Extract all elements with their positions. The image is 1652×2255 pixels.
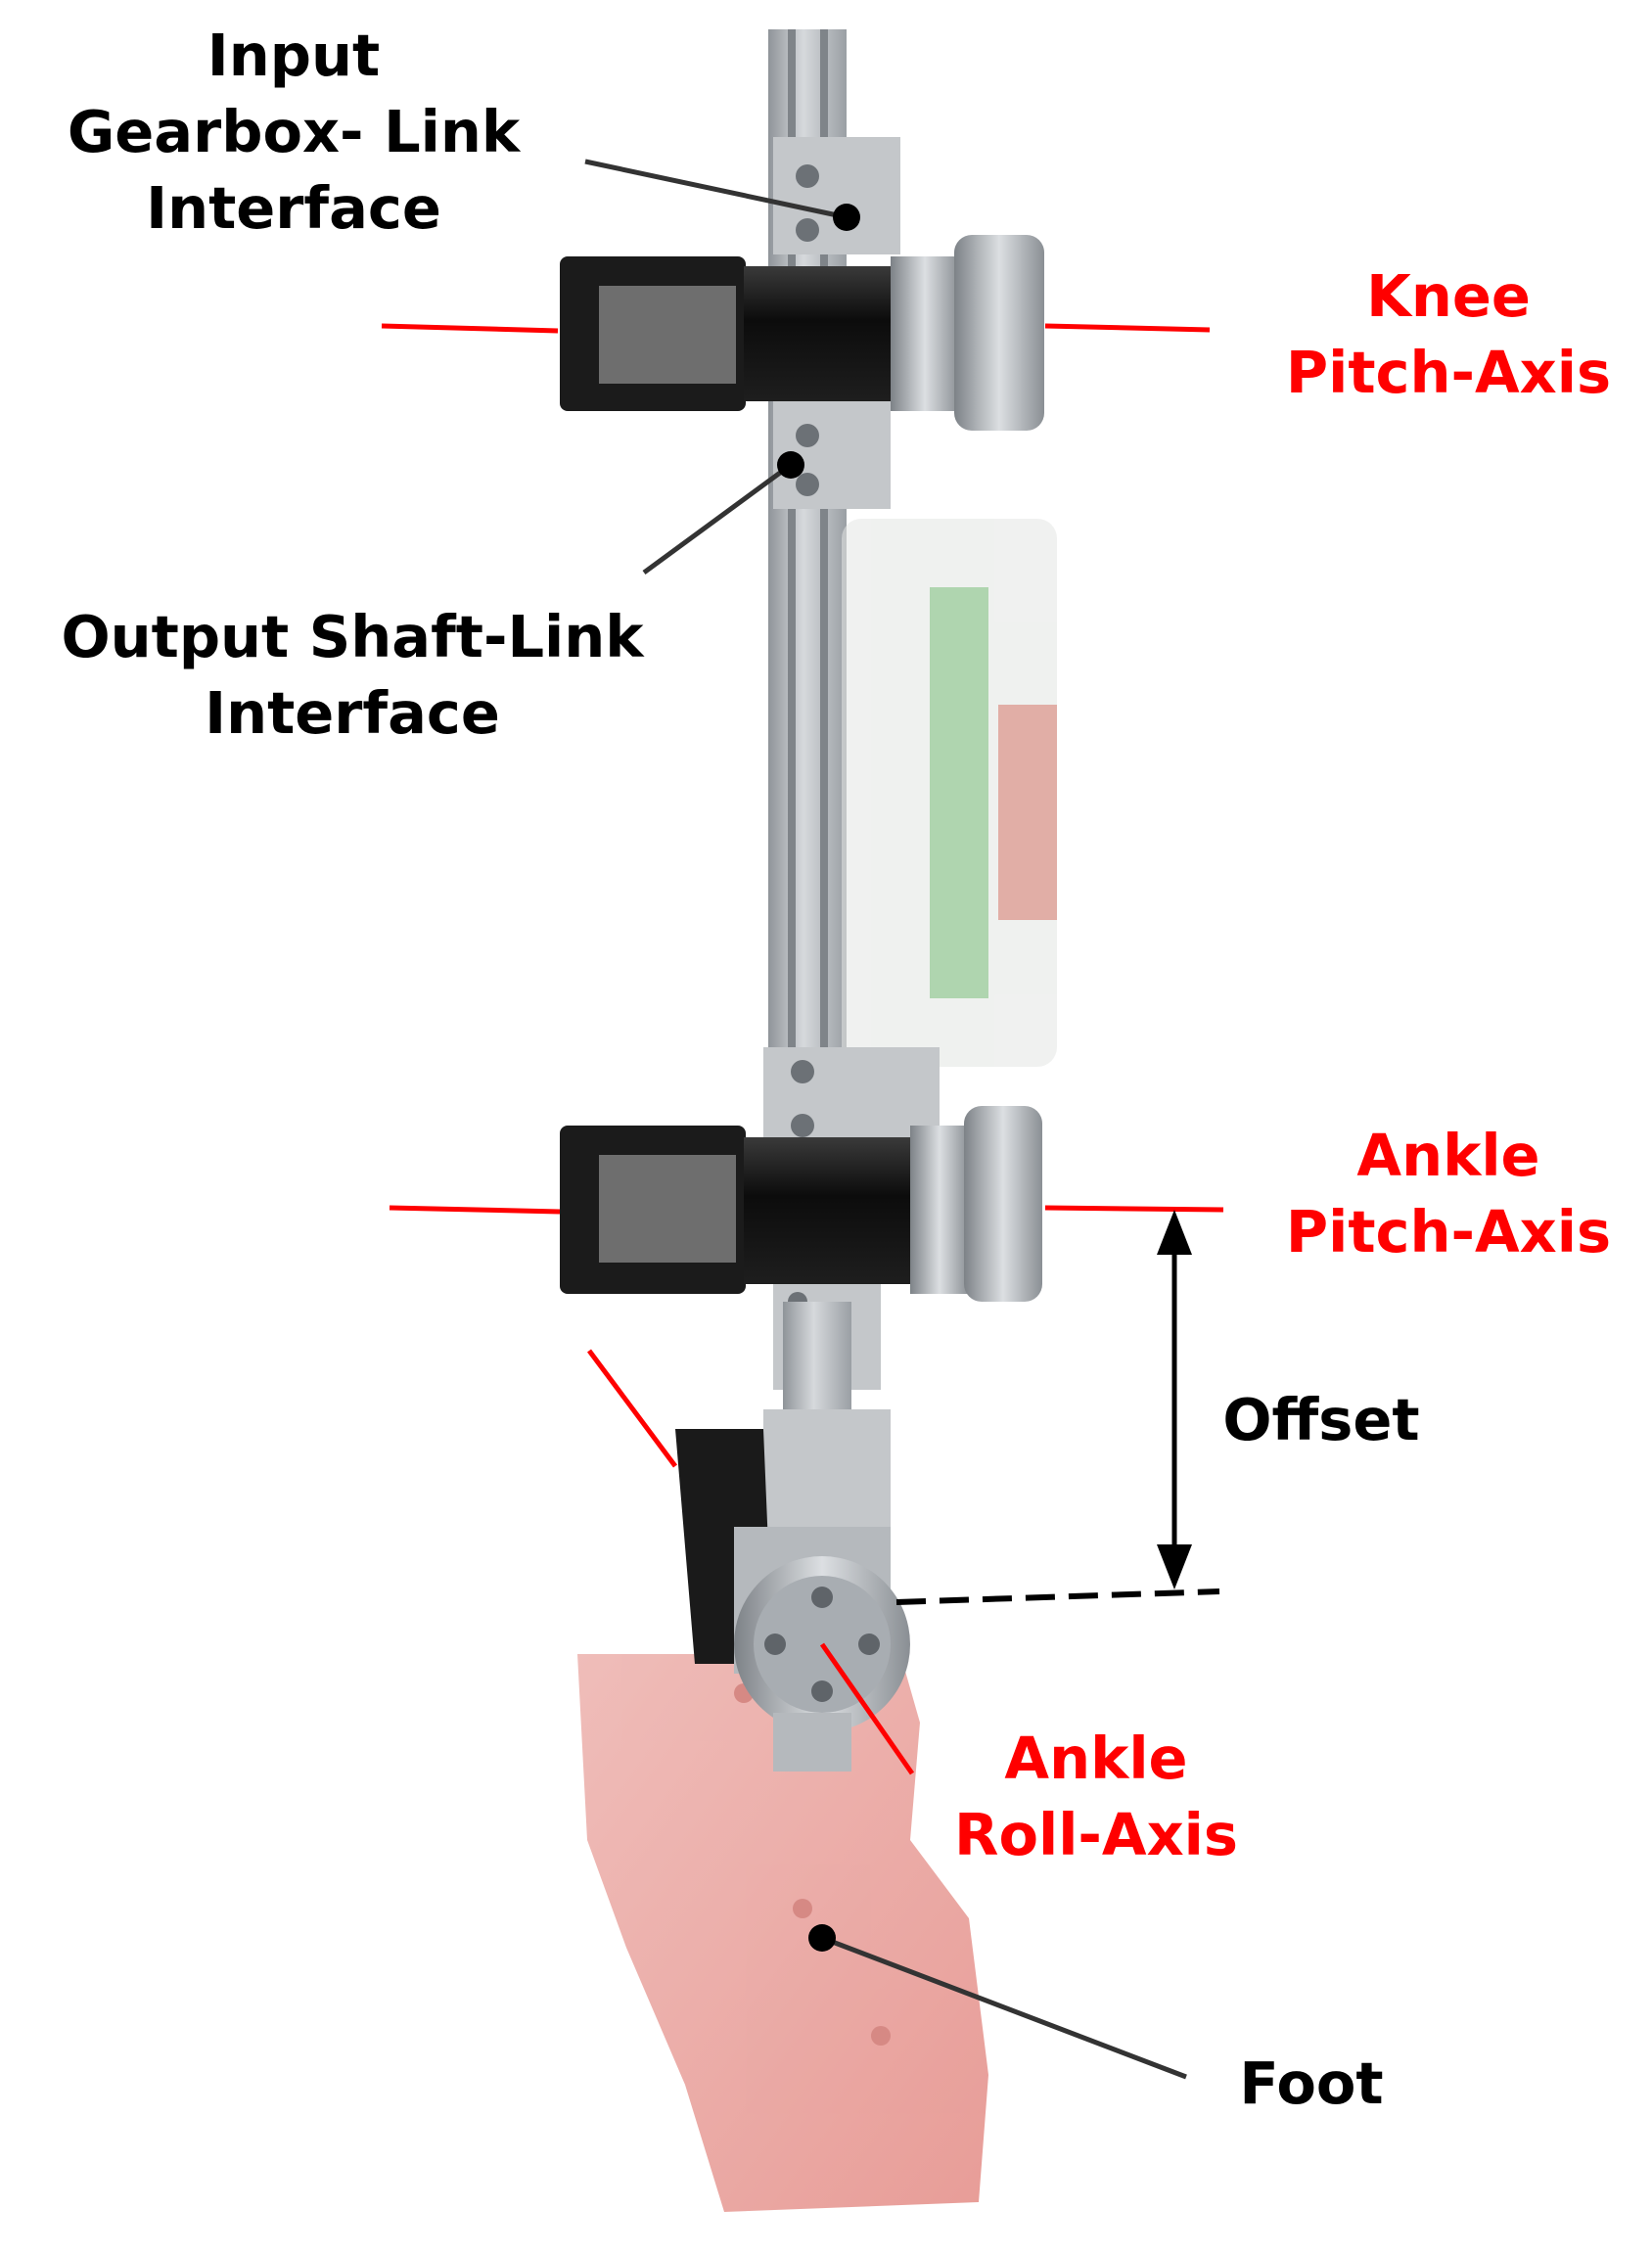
foot-label-text: Foot <box>1239 2049 1384 2117</box>
ankle-pitch-axis-label: Ankle Pitch-Axis <box>1243 1118 1652 1270</box>
ankle-pitch-axis-line-left <box>389 1205 561 1215</box>
offset-label: Offset <box>1194 1382 1448 1458</box>
offset-arrow-head-top <box>1157 1210 1192 1255</box>
output-interface-label-line-1: Output Shaft-Link <box>61 603 644 670</box>
knee-axis-label-line-1: Knee <box>1366 262 1531 330</box>
offset-arrow-head-bottom <box>1157 1544 1192 1589</box>
input-interface-leader <box>584 159 848 220</box>
ankle-roll-axis-label-line-1: Ankle <box>1004 1725 1188 1792</box>
knee-bracket <box>773 137 900 509</box>
input-interface-label: Input Gearbox- Link Interface <box>20 18 568 247</box>
offset-dimension <box>895 1210 1220 1605</box>
ankle-pitch-actuator <box>560 1106 1042 1302</box>
foot-label: Foot <box>1204 2046 1419 2122</box>
ankle-roll-axis-label-line-2: Roll-Axis <box>954 1801 1238 1868</box>
output-interface-label-line-2: Interface <box>205 679 500 747</box>
knee-axis-label-line-2: Pitch-Axis <box>1285 339 1612 406</box>
foot-leader <box>821 1935 1187 2080</box>
ankle-pitch-axis-line-right <box>1044 1205 1224 1213</box>
ankle-roll-axis-line-lower <box>819 1642 915 1775</box>
ankle-pitch-axis-label-line-1: Ankle <box>1356 1122 1540 1189</box>
knee-axis-line-left <box>381 323 559 334</box>
knee-actuator <box>560 235 1044 431</box>
ankle-roll-axis-line-upper <box>586 1349 678 1468</box>
ankle-roll-axis-label: Ankle Roll-Axis <box>900 1721 1292 1873</box>
ankle-pitch-axis-label-line-2: Pitch-Axis <box>1285 1198 1612 1266</box>
offset-label-text: Offset <box>1222 1386 1420 1453</box>
ankle-roll-actuator <box>675 1302 910 1772</box>
input-interface-label-line-1: Input <box>206 22 381 89</box>
offset-baseline-dashed <box>895 1588 1220 1605</box>
input-interface-label-line-2: Gearbox- Link <box>67 98 521 165</box>
foot-part <box>577 1654 988 2212</box>
output-interface-leader <box>642 462 793 575</box>
output-interface-dot <box>777 451 804 479</box>
input-interface-dot <box>833 204 860 231</box>
output-interface-label: Output Shaft-Link Interface <box>10 599 695 752</box>
knee-axis-line-right <box>1044 323 1211 333</box>
electronics-board <box>842 519 1057 1067</box>
leader-lines <box>584 159 1187 2080</box>
knee-axis-label: Knee Pitch-Axis <box>1243 258 1652 411</box>
axis-lines <box>381 323 1224 1775</box>
foot-dot <box>808 1924 836 1952</box>
input-interface-label-line-3: Interface <box>146 174 441 242</box>
